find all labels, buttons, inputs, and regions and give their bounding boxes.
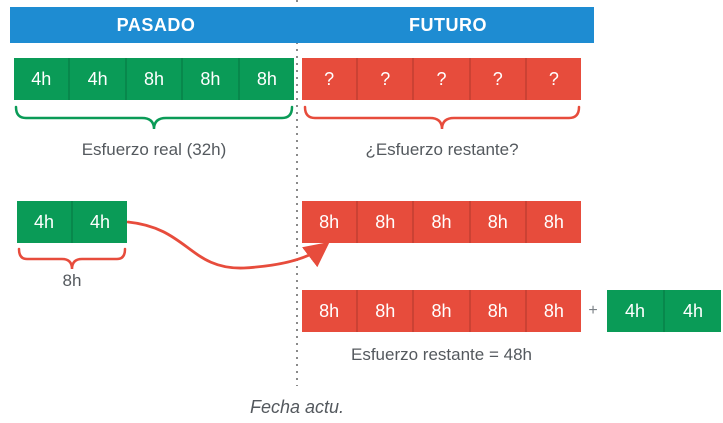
timeline-header: PASADO FUTURO [10,7,594,43]
esfuerzo-restante-question-label: ¿Esfuerzo restante? [365,140,519,159]
fecha-actual-label: Fecha actu. [249,397,345,417]
future-result-bar: 8h 8h 8h 8h 8h [302,290,581,332]
moved-effort-sum-label: 8h [62,271,82,290]
past-effort-bar: 4h 4h 8h 8h 8h [14,58,294,100]
moved-brace-icon [17,247,127,270]
effort-cell: ? [524,58,581,100]
effort-cell: 8h [124,58,181,100]
effort-cell: 8h [356,201,412,243]
effort-cell: 8h [524,290,581,332]
effort-cell: ? [412,58,468,100]
effort-cell: 4h [663,290,721,332]
effort-cell: 8h [181,58,237,100]
current-date-divider [296,0,298,386]
extra-effort-bar: 4h 4h [607,290,721,332]
effort-cell: 8h [524,201,581,243]
effort-cell: 4h [33,211,55,232]
effort-cell: 4h [71,201,127,243]
esfuerzo-real-label: Esfuerzo real (32h) [81,140,227,159]
effort-cell: 8h [412,290,468,332]
header-future-label: FUTURO [409,14,487,35]
effort-cell: ? [468,58,525,100]
effort-cell: 4h [31,68,52,89]
future-unknown-bar: ? ? ? ? ? [302,58,581,100]
effort-cell: 4h [624,300,646,321]
esfuerzo-restante-total-label: Esfuerzo restante = 48h [351,345,532,364]
effort-cell: ? [356,58,412,100]
past-brace-icon [14,105,294,130]
effort-cell: 8h [468,290,525,332]
header-past-label: PASADO [116,14,196,35]
effort-cell: 8h [319,211,340,232]
future-effort-bar: 8h 8h 8h 8h 8h [302,201,581,243]
future-brace-icon [303,105,581,130]
effort-cell: 8h [356,290,412,332]
effort-cell: 4h [68,58,124,100]
curved-arrow-icon [126,220,330,270]
effort-cell: 8h [319,300,340,321]
effort-cell: ? [324,68,335,89]
effort-cell: 8h [468,201,525,243]
moved-effort-bar: 4h 4h [17,201,127,243]
effort-cell: 8h [237,58,294,100]
effort-cell: 8h [412,201,468,243]
plus-sign: + [588,302,598,319]
